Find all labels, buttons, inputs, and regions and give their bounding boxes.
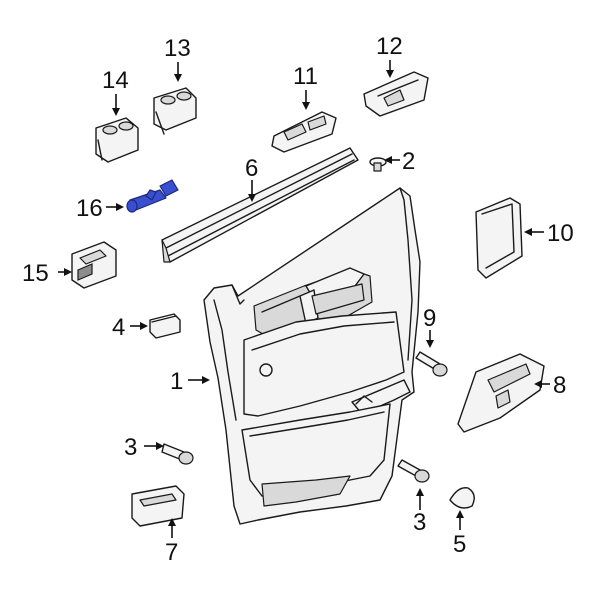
callout-3-left: 3 xyxy=(124,434,137,461)
cup-holder-insert-14[interactable] xyxy=(95,117,139,163)
door-trim-panel[interactable] xyxy=(203,187,421,525)
callout-4: 4 xyxy=(112,314,125,341)
callout-2: 2 xyxy=(402,148,415,175)
callout-16: 16 xyxy=(76,195,103,222)
callout-3-right: 3 xyxy=(413,509,426,536)
retainer-clip-top[interactable] xyxy=(369,157,387,172)
callout-6: 6 xyxy=(245,155,258,182)
callout-13: 13 xyxy=(164,35,191,62)
pull-handle-trim[interactable] xyxy=(457,353,545,433)
callout-14: 14 xyxy=(102,67,129,94)
callout-1: 1 xyxy=(170,368,183,395)
screw-3-right[interactable] xyxy=(397,459,430,483)
callout-12: 12 xyxy=(376,33,403,60)
callout-10: 10 xyxy=(547,220,574,247)
callout-15: 15 xyxy=(22,260,49,287)
highlighted-part-16[interactable] xyxy=(126,179,179,213)
cup-holder-insert-13[interactable] xyxy=(153,87,197,135)
callout-7: 7 xyxy=(165,539,178,566)
plug-cap[interactable] xyxy=(449,487,475,509)
leader-arrows xyxy=(58,60,550,538)
bracket[interactable] xyxy=(131,485,185,527)
switch-module[interactable] xyxy=(71,241,117,289)
screw-3-left[interactable] xyxy=(161,443,194,465)
screw-9[interactable] xyxy=(415,351,448,377)
callout-8: 8 xyxy=(553,372,566,399)
trim-pad[interactable] xyxy=(149,313,181,339)
belt-weatherstrip[interactable] xyxy=(161,147,359,263)
callout-5: 5 xyxy=(453,531,466,558)
window-switch-bezel[interactable] xyxy=(271,111,337,153)
switch-housing[interactable] xyxy=(363,71,429,117)
callout-9: 9 xyxy=(423,305,436,332)
trim-cover-panel[interactable] xyxy=(475,197,523,279)
callout-labels: 1 2 3 3 4 5 6 7 8 9 10 11 12 13 14 15 16 xyxy=(22,33,574,566)
callout-11: 11 xyxy=(293,63,318,90)
